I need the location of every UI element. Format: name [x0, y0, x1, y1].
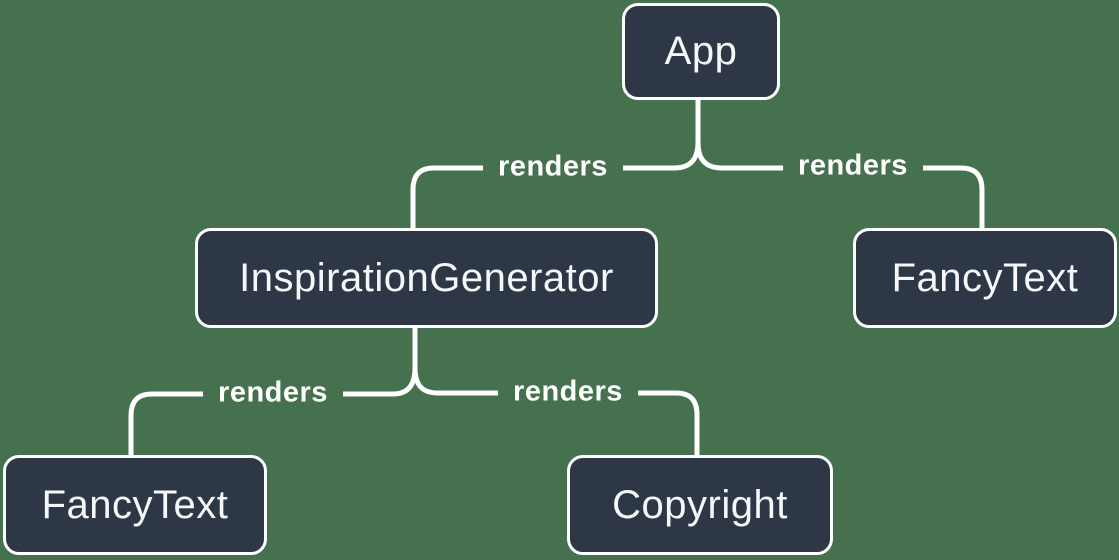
tree-node-copyright: Copyright — [567, 455, 833, 555]
edge-label-renders: renders — [783, 148, 923, 184]
edge-label-renders: renders — [483, 149, 623, 185]
edge-label-renders: renders — [498, 374, 638, 410]
tree-node-fancy-text: FancyText — [853, 228, 1117, 328]
tree-node-app: App — [622, 3, 780, 100]
tree-node-fancy-text: FancyText — [3, 455, 267, 555]
edge-label-renders: renders — [203, 375, 343, 411]
tree-node-inspiration-generator: InspirationGenerator — [195, 228, 658, 328]
